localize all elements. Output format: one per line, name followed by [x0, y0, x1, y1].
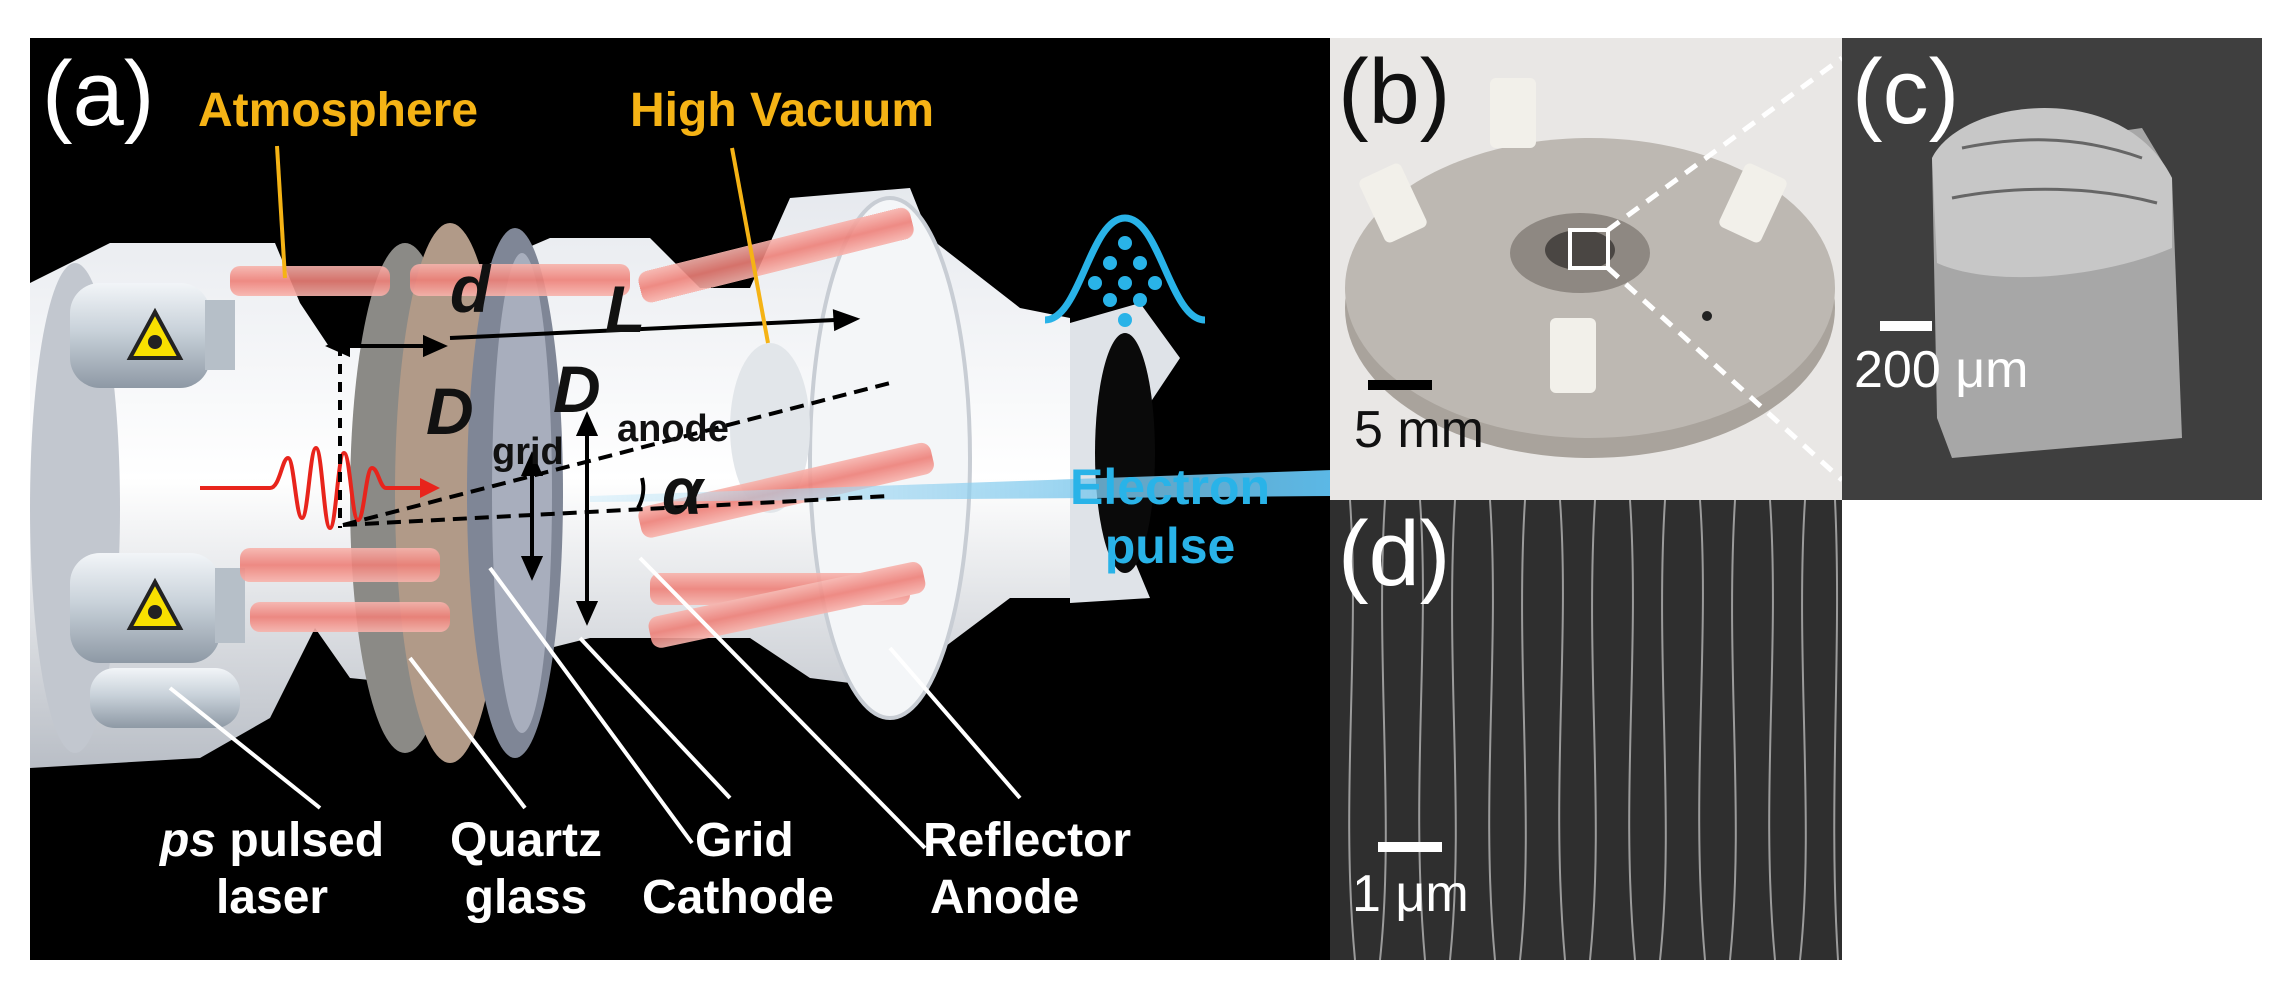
cathode-cylinder-sem [1932, 108, 2182, 458]
scale-label-b: 5 mm [1354, 401, 1484, 459]
panel-b-tag: (b) [1338, 41, 1451, 143]
panel-d-tag: (d) [1338, 503, 1451, 605]
electron-pulse-label-line1: Electron [1070, 459, 1271, 515]
electron-pulse-label-line2: pulse [1104, 518, 1236, 574]
laser-pulse-wave [200, 445, 420, 531]
quartz-label-line2: glass [464, 870, 588, 924]
symbol-D-grid-sub: grid [492, 431, 564, 473]
scale-label-c: 200 μm [1854, 341, 2029, 399]
leader-lines-white [168, 556, 1022, 850]
scale-bar-d [1378, 842, 1442, 852]
high-vacuum-label: High Vacuum [630, 84, 935, 137]
dimension-lines [325, 309, 891, 626]
panel-a-tag: (a) [42, 43, 155, 145]
panel-b-photo: (b) 5 mm [1330, 38, 1842, 500]
symbol-d: d [450, 252, 491, 326]
laser-warning-icon [126, 307, 184, 360]
panel-c-sem: (c) 200 μm [1842, 38, 2262, 500]
symbol-L: L [605, 272, 646, 346]
cathode-label: Cathode [642, 871, 834, 924]
laser-warning-icon [126, 577, 184, 630]
laser-base [90, 668, 240, 728]
exit-aperture [1095, 333, 1155, 573]
panel-a-schematic: (a) Atmosphere High Vacuum Electron puls… [30, 38, 1332, 960]
scale-bar-b [1368, 380, 1432, 390]
laser-label: ps pulsed laser [160, 813, 384, 926]
leader-lines-orange [275, 145, 770, 344]
laser-label-ps: ps [160, 814, 217, 867]
electron-pulse-label: Electron pulse [1070, 458, 1270, 576]
quartz-label-line1: Quartz [450, 814, 603, 867]
reflector-label: Reflector [923, 814, 1132, 867]
symbol-D-anode: D [553, 352, 601, 426]
symbol-D-grid: D [426, 374, 474, 448]
electron-gun-schematic [30, 145, 1332, 850]
scale-label-d: 1 μm [1352, 865, 1469, 923]
atmosphere-label: Atmosphere [198, 84, 479, 137]
cathode-holder-photo [1345, 55, 1842, 482]
laser-label-rest: pulsed [216, 814, 385, 867]
nanotube-array-sem [1348, 500, 1839, 960]
panel-d-sem: (d) 1 μm [1330, 500, 1842, 960]
symbol-alpha: α [662, 454, 703, 528]
panel-c-tag: (c) [1852, 41, 1960, 143]
anode-label: Anode [930, 871, 1080, 924]
laser-label-line2: laser [215, 870, 329, 924]
quartz-glass-label: Quartz glass [450, 813, 602, 926]
symbol-D-anode-sub: anode [617, 408, 729, 450]
grid-label: Grid [695, 814, 794, 867]
electron-pulse-icon [1044, 214, 1206, 327]
scale-bar-c [1880, 321, 1932, 331]
electron-beam [590, 470, 1332, 502]
laser-beams [230, 207, 934, 648]
